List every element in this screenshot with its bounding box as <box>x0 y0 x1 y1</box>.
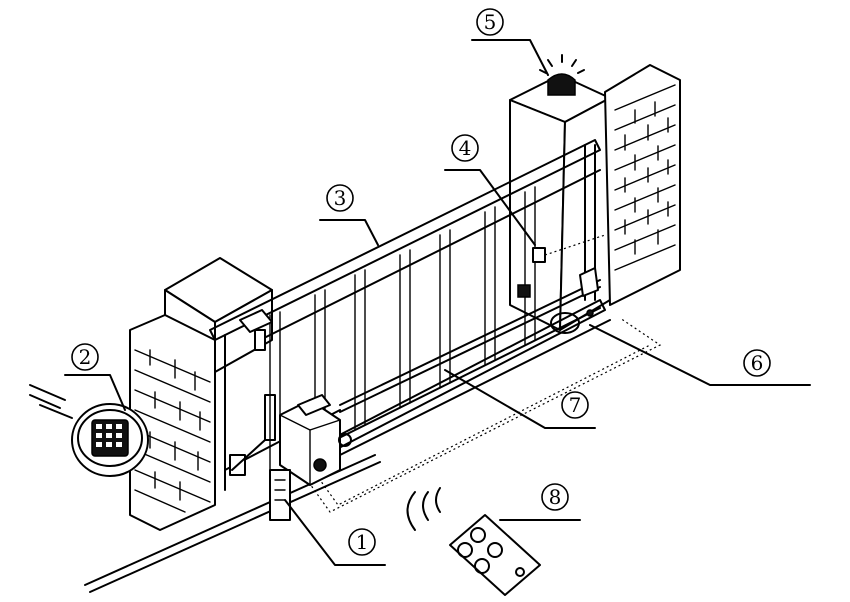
callout-label-6: 6 <box>751 351 764 375</box>
callout-label-4: 4 <box>459 136 472 160</box>
callout-leaders <box>64 39 811 566</box>
gear-rack <box>334 279 611 456</box>
callout-label-7: 7 <box>569 393 582 417</box>
callout-label-2: 2 <box>79 345 92 369</box>
callout-remote-control: 8 <box>541 483 569 511</box>
keypad <box>29 384 149 477</box>
motor <box>231 394 352 521</box>
callout-label-1: 1 <box>356 530 369 554</box>
callout-label-8: 8 <box>549 485 562 509</box>
callout-gate: 3 <box>326 184 354 212</box>
callout-keypad: 2 <box>71 343 99 371</box>
photocells <box>229 234 606 476</box>
callout-gear-rack: 7 <box>561 391 589 419</box>
callout-motor: 1 <box>348 528 376 556</box>
callout-warning-lamp: 5 <box>476 8 504 36</box>
left-pillar <box>129 257 273 531</box>
callout-limit-switch: 6 <box>743 349 771 377</box>
callout-label-3: 3 <box>334 186 347 210</box>
remote-control <box>406 487 541 596</box>
callout-label-5: 5 <box>484 10 497 34</box>
callout-photocell: 4 <box>451 134 479 162</box>
warning-lamp <box>539 54 585 96</box>
